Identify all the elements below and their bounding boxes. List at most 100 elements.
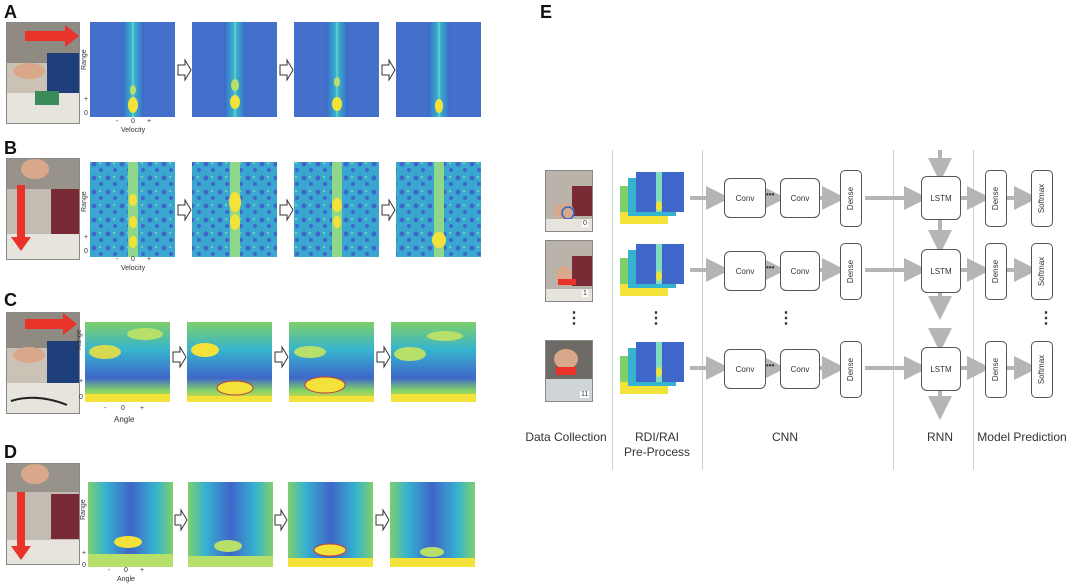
softmax-block-label: Softmax [1037,183,1047,214]
vertical-ellipsis: ⋮ [566,310,582,327]
heatmap-c-frame-3 [289,322,374,402]
frame-arrows-b [177,198,396,222]
column-separator [702,150,703,470]
gesture-photo-c-image [7,313,79,413]
heatmap-d-frame-4 [390,482,475,567]
frame-arrow-icon [177,58,192,82]
heatmap-row-c [85,322,476,402]
frame-arrow-icon [279,58,294,82]
axis-ylabel-c: Range [76,329,83,350]
frame-arrow-icon [174,508,188,532]
dense-block: Dense [840,243,862,300]
axis-xlabel-c: Angle [114,415,135,424]
panel-letter-b: B [4,138,17,158]
gesture-photo-a-image [7,23,79,123]
dense-block-label: Dense [846,186,856,211]
heatmap-d-frame-3 [288,482,373,567]
softmax-block-label: Softmax [1037,256,1047,287]
axis-xlabel-b: Velocity [121,265,146,272]
panel-letter-d: D [4,442,17,462]
gesture-photo-c [6,312,80,414]
heatmap-b-frame-3 [294,162,379,257]
column-label-preprocess-line2: Pre-Process [623,445,691,459]
vertical-ellipsis: ⋮ [648,310,664,327]
conv-block: Conv [780,251,820,291]
tick-plus-c: + [140,405,145,412]
heatmap-a-frame-4 [396,22,481,117]
heatmap-row-d [88,482,475,567]
conv-block: Conv [724,349,766,389]
tick-zero-c: 0 [121,405,125,412]
panel-letter-a: A [4,2,17,22]
gesture-photo-b-image [7,159,79,259]
softmax-block: Softmax [1031,170,1053,227]
dense-block-label: Dense [846,357,856,382]
frame-arrow-icon [274,345,289,369]
conv-block: Conv [724,178,766,218]
dense-block-label: Dense [991,186,1001,211]
ytick-zero-c: 0 [79,394,83,401]
frame-arrow-icon [274,508,288,532]
horizontal-ellipsis: ••• [766,263,775,272]
column-label-data-collection: Data Collection [525,430,607,444]
ytick-plus-c: + [79,378,84,385]
tick-minus-a: - [116,118,119,125]
dense-block: Dense [840,341,862,398]
column-separator [612,150,613,470]
dense-block: Dense [840,170,862,227]
heatmap-d-frame-1 [88,482,173,567]
panel-letter-c: C [4,290,17,310]
panel-letter-e: E [540,2,553,22]
lstm-block: LSTM [921,176,961,220]
heatmap-row-a [90,22,481,117]
ytick-plus-d: + [82,550,87,557]
tick-plus-d: + [140,567,145,574]
frame-number-0: 0 [582,220,588,227]
heatmap-a-frame-3 [294,22,379,117]
softmax-block-label: Softmax [1037,354,1047,385]
gesture-photo-d [6,463,80,565]
axis-ylabel-d: Range [80,499,87,520]
column-label-preprocess-line1: RDI/RAI [634,430,679,444]
heatmap-a-frame-2 [192,22,277,117]
column-label-cnn: CNN [772,430,798,444]
frame-arrow-icon [381,198,396,222]
prediction-dense-block: Dense [985,170,1007,227]
frame-arrows-a [177,58,396,82]
gesture-photo-d-image [7,464,79,564]
frame-arrows-d [174,508,390,532]
lstm-block: LSTM [921,347,961,391]
frame-number-11: 11 [580,391,590,398]
column-separator [893,150,894,470]
frame-arrow-icon [381,58,396,82]
ytick-zero-b: 0 [84,248,88,255]
prediction-dense-block: Dense [985,341,1007,398]
frame-arrows-c [172,345,391,369]
preprocess-stack-row-3 [620,342,684,394]
lstm-block: LSTM [921,249,961,293]
ytick-zero-a: 0 [84,110,88,117]
heatmap-b-frame-1 [90,162,175,257]
tick-zero-a: 0 [131,118,135,125]
tick-zero-d: 0 [124,567,128,574]
tick-minus-c: - [104,405,107,412]
prediction-dense-block: Dense [985,243,1007,300]
vertical-ellipsis: ⋮ [1038,310,1054,327]
dense-block-label: Dense [991,259,1001,284]
softmax-block: Softmax [1031,341,1053,398]
column-label-rnn: RNN [927,430,953,444]
gesture-photo-a [6,22,80,124]
horizontal-ellipsis: ••• [766,190,775,199]
tick-plus-a: + [147,118,152,125]
frame-arrow-icon [177,198,192,222]
preprocess-stack-row-1 [620,172,684,224]
heatmap-d-frame-2 [188,482,273,567]
frame-arrow-icon [279,198,294,222]
frame-arrow-icon [375,508,390,532]
axis-ylabel-b: Range [81,191,88,212]
heatmap-row-b [90,162,481,257]
heatmap-b-frame-2 [192,162,277,257]
dense-block-label: Dense [846,259,856,284]
axis-ylabel-a: Range [81,49,88,70]
frame-number-1: 1 [582,290,588,297]
